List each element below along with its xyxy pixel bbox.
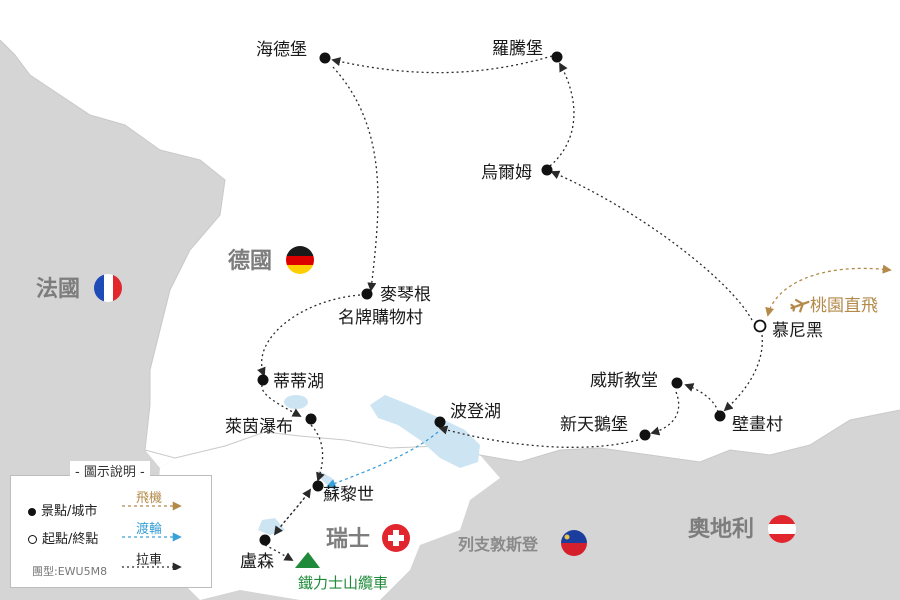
- legend-start-end: 起點/終點: [28, 528, 98, 547]
- start-end-ring-icon: [28, 535, 37, 544]
- france-flag-icon: [94, 274, 122, 302]
- flight-route: [765, 264, 892, 317]
- city-dot-titisee[interactable]: [257, 374, 269, 386]
- country-austria: 奧地利: [688, 516, 754, 542]
- lake-titisee: [284, 395, 308, 409]
- city-dot-oberammergau[interactable]: [714, 410, 726, 422]
- label-ulm: 烏爾姆: [481, 163, 532, 183]
- label-wieskirche: 威斯教堂: [590, 371, 658, 391]
- legend-start-end-label: 起點/終點: [42, 532, 99, 547]
- label-oberammergau: 壁畫村: [732, 415, 783, 435]
- label-mountain-railway: 鐵力士山纜車: [298, 574, 388, 592]
- label-metzingen-2: 名牌購物村: [338, 308, 423, 328]
- city-dot-wieskirche[interactable]: [671, 377, 683, 389]
- label-zurich: 蘇黎世: [323, 485, 374, 505]
- legend-spot: 景點/城市: [28, 500, 97, 519]
- city-dot-rothenburg[interactable]: [551, 51, 563, 63]
- france-region: [0, 40, 225, 468]
- lake-constance: [370, 395, 480, 468]
- germany-region: [0, 0, 900, 462]
- legend-flight-label: 飛機: [136, 491, 163, 506]
- legend-title: - 圖示說明 -: [70, 461, 150, 480]
- city-dot-bodensee[interactable]: [434, 416, 446, 428]
- label-neuschwanstein: 新天鵝堡: [560, 415, 628, 435]
- city-dot-metzingen[interactable]: [361, 288, 373, 300]
- label-bodensee: 波登湖: [450, 402, 501, 422]
- austria-flag-icon: [768, 515, 796, 543]
- city-dot-zurich[interactable]: [312, 480, 324, 492]
- city-dot-neuschwanstein[interactable]: [639, 429, 651, 441]
- label-rhine-falls: 萊茵瀑布: [225, 417, 293, 437]
- city-dot-heidelberg[interactable]: [319, 52, 331, 64]
- label-flight: 桃園直飛: [810, 296, 878, 316]
- mountain-icon: [295, 552, 320, 568]
- liechtenstein-flag-icon: [561, 530, 587, 556]
- city-dot-lucerne[interactable]: [259, 534, 271, 546]
- country-germany: 德國: [228, 248, 272, 274]
- spot-dot-icon: [28, 507, 36, 516]
- city-dot-ulm[interactable]: [541, 164, 553, 176]
- ferry-route: [326, 431, 439, 488]
- country-france: 法國: [36, 277, 80, 302]
- legend-coach-label: 拉車: [136, 553, 163, 568]
- label-rothenburg: 羅騰堡: [492, 39, 543, 59]
- country-switzerland: 瑞士: [326, 527, 370, 552]
- airplane-icon: [790, 298, 810, 313]
- legend-ferry-label: 渡輪: [136, 522, 163, 537]
- label-metzingen-1: 麥琴根: [380, 285, 431, 305]
- switzerland-flag-icon: [382, 524, 410, 552]
- country-liechtenstein: 列支敦斯登: [458, 535, 539, 554]
- label-lucerne: 盧森: [240, 552, 274, 572]
- switzerland-region: [150, 432, 500, 600]
- label-munich: 慕尼黑: [772, 321, 823, 341]
- legend-spot-label: 景點/城市: [41, 504, 98, 519]
- start-end-dot-munich[interactable]: [753, 319, 767, 333]
- label-titisee: 蒂蒂湖: [273, 372, 324, 392]
- tour-code: 團型:EWU5M8: [32, 565, 108, 578]
- label-heidelberg: 海德堡: [256, 40, 307, 60]
- legend-lines: [122, 501, 182, 570]
- germany-flag-icon: [286, 246, 314, 274]
- city-dot-rhine-falls[interactable]: [305, 413, 317, 425]
